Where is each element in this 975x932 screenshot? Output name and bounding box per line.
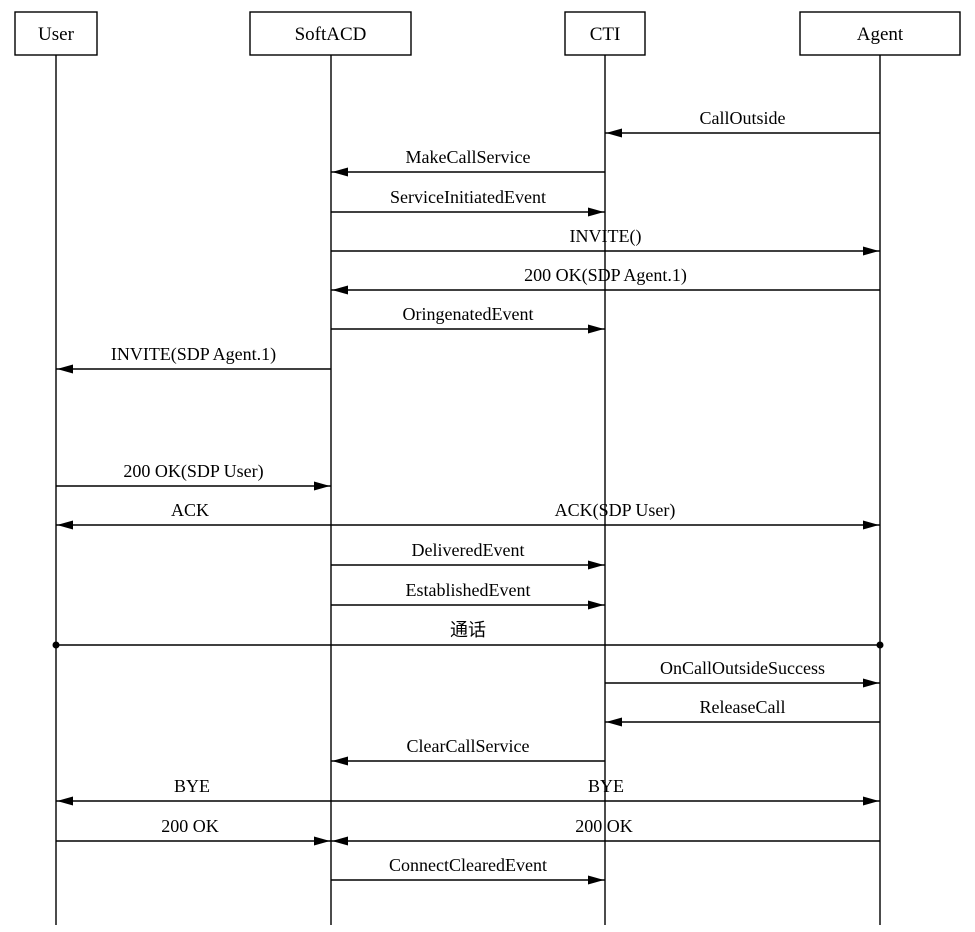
message-4: 200 OK(SDP Agent.1): [331, 265, 880, 295]
message-label: ClearCallService: [407, 736, 530, 756]
arrowhead-icon: [863, 246, 879, 256]
messages: CallOutsideMakeCallServiceServiceInitiat…: [52, 108, 884, 885]
dot-marker: [876, 641, 884, 649]
message-1: MakeCallService: [331, 147, 605, 177]
message-17: BYE: [331, 776, 880, 806]
message-label: INVITE(): [570, 226, 642, 247]
message-label: BYE: [588, 776, 624, 796]
arrowhead-icon: [588, 875, 604, 885]
arrowhead-icon: [606, 717, 622, 727]
message-15: ClearCallService: [331, 736, 605, 766]
message-label: ACK: [171, 500, 209, 520]
message-8: ACK: [56, 500, 331, 530]
message-label: BYE: [174, 776, 210, 796]
message-label: OnCallOutsideSuccess: [660, 658, 825, 678]
message-0: CallOutside: [605, 108, 880, 138]
arrowhead-icon: [57, 796, 73, 806]
message-label: MakeCallService: [406, 147, 531, 167]
arrowhead-icon: [863, 678, 879, 688]
message-19: 200 OK: [331, 816, 880, 846]
message-18: 200 OK: [56, 816, 331, 846]
actor-box-user: [14, 11, 98, 56]
message-13: OnCallOutsideSuccess: [605, 658, 880, 688]
arrowhead-icon: [863, 520, 879, 530]
message-9: ACK(SDP User): [331, 500, 880, 530]
message-label: CallOutside: [700, 108, 786, 128]
message-label: DeliveredEvent: [412, 540, 525, 560]
message-6: INVITE(SDP Agent.1): [56, 344, 331, 374]
message-label: ACK(SDP User): [555, 500, 676, 521]
message-label: 200 OK(SDP Agent.1): [524, 265, 687, 286]
arrowhead-icon: [588, 324, 604, 334]
actor-label-softacd: SoftACD: [295, 24, 367, 45]
actor-headers: User SoftACD CTI Agent: [14, 11, 961, 56]
arrowhead-icon: [332, 285, 348, 295]
message-5: OringenatedEvent: [331, 304, 605, 334]
arrowhead-icon: [314, 481, 330, 491]
actor-label-agent: Agent: [857, 24, 904, 45]
message-label: ServiceInitiatedEvent: [390, 187, 546, 207]
actor-box-agent: [799, 11, 961, 56]
message-16: BYE: [56, 776, 331, 806]
message-3: INVITE(): [331, 226, 880, 256]
actor-label-cti: CTI: [590, 24, 621, 45]
lifelines: [55, 55, 881, 925]
arrowhead-icon: [606, 128, 622, 138]
message-label: 通话: [450, 620, 486, 640]
arrowhead-icon: [332, 756, 348, 766]
message-label: EstablishedEvent: [406, 580, 531, 600]
message-label: 200 OK: [575, 816, 633, 836]
message-12: 通话: [52, 620, 884, 649]
arrowhead-icon: [588, 600, 604, 610]
message-label: 200 OK: [161, 816, 219, 836]
dot-marker: [52, 641, 60, 649]
message-10: DeliveredEvent: [331, 540, 605, 570]
arrowhead-icon: [863, 796, 879, 806]
message-14: ReleaseCall: [605, 697, 880, 727]
message-label: INVITE(SDP Agent.1): [111, 344, 276, 365]
arrowhead-icon: [588, 560, 604, 570]
arrowhead-icon: [588, 207, 604, 217]
message-label: 200 OK(SDP User): [123, 461, 263, 482]
message-2: ServiceInitiatedEvent: [331, 187, 605, 217]
message-label: ReleaseCall: [700, 697, 786, 717]
actor-box-cti: [564, 11, 646, 56]
arrowhead-icon: [57, 520, 73, 530]
arrowhead-icon: [57, 364, 73, 374]
arrowhead-icon: [332, 836, 348, 846]
message-11: EstablishedEvent: [331, 580, 605, 610]
message-label: OringenatedEvent: [403, 304, 534, 324]
actor-label-user: User: [38, 24, 75, 45]
message-20: ConnectClearedEvent: [331, 855, 605, 885]
message-label: ConnectClearedEvent: [389, 855, 547, 875]
arrowhead-icon: [332, 167, 348, 177]
arrowhead-icon: [314, 836, 330, 846]
message-7: 200 OK(SDP User): [56, 461, 331, 491]
actor-box-softacd: [249, 11, 412, 56]
